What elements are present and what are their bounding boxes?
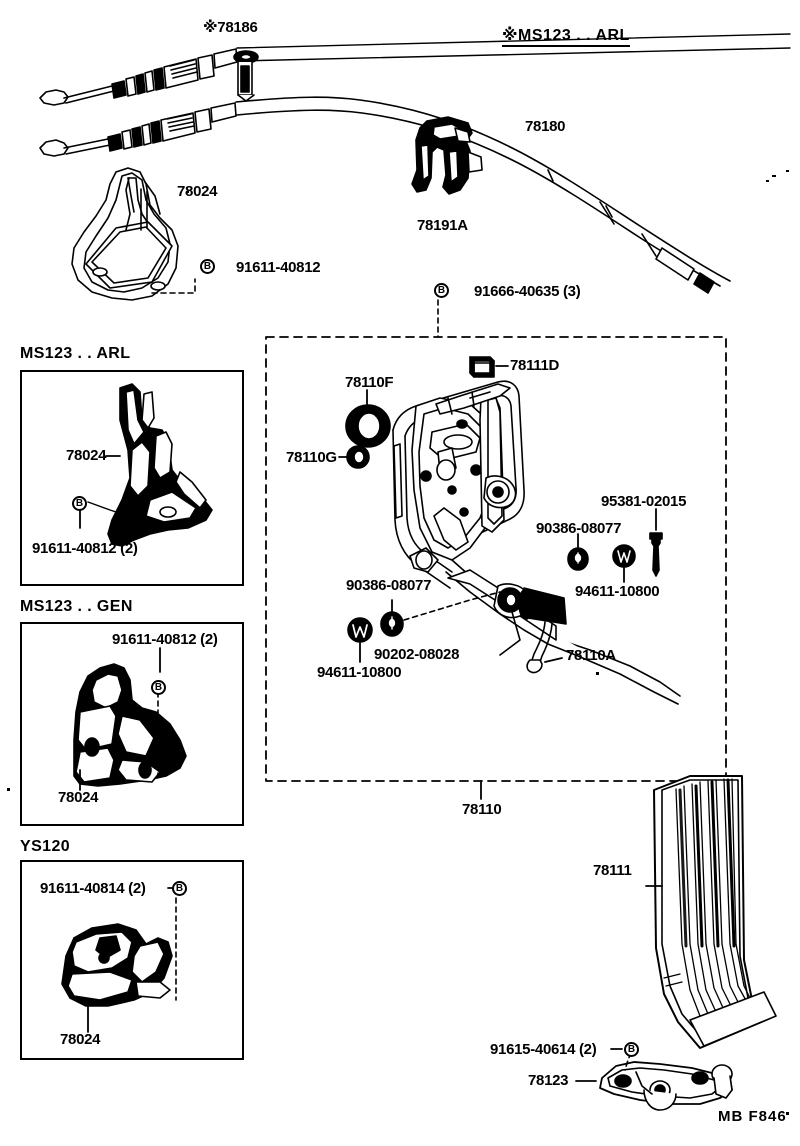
label-90386-08077-right: 90386-08077 xyxy=(536,520,622,537)
label-78024-ms123-arl: 78024 xyxy=(66,447,107,464)
panel-header-ms123-gen: MS123 . . GEN xyxy=(20,598,133,615)
washer-94611-10800-right xyxy=(612,544,636,568)
leader-91611-40812 xyxy=(151,278,196,294)
label-90202-08028: 90202-08028 xyxy=(374,646,460,663)
panel-ms123-arl xyxy=(20,370,244,586)
label-78111: 78111 xyxy=(593,862,632,879)
panel-ys120 xyxy=(20,860,244,1060)
label-78186: ※78186 xyxy=(203,19,258,36)
washer-78110f xyxy=(345,404,391,448)
nut-90386-08077-right xyxy=(567,547,589,571)
bolt-mark-91666-40635: B xyxy=(434,283,449,298)
panel-header-ys120: YS120 xyxy=(20,838,71,855)
panel-ms123-gen xyxy=(20,622,244,826)
cable-assembly-upper xyxy=(39,33,791,106)
clip-78111d xyxy=(469,356,495,378)
screw-95381-02015 xyxy=(649,532,663,577)
label-94611-10800-right: 94611-10800 xyxy=(575,583,660,600)
label-78024-ms123-gen: 78024 xyxy=(58,789,99,806)
label-78123: 78123 xyxy=(528,1072,569,1089)
washer-94611-10800-left xyxy=(347,617,373,643)
cable-clamp-78186 xyxy=(233,50,259,102)
label-78110f: 78110F xyxy=(345,374,394,391)
label-91615-40614: 91615-40614 (2) xyxy=(490,1041,597,1058)
bolt-mark-ms123-gen: B xyxy=(151,680,166,695)
clip-78191a xyxy=(411,116,483,195)
label-91611-40814-ys120: 91611-40814 (2) xyxy=(40,880,146,897)
group-header-ms123-arl: ※MS123 . . ARL xyxy=(502,28,630,47)
bushing-78110g xyxy=(346,445,370,469)
bolt-mark-91615-40614: B xyxy=(624,1042,639,1057)
label-90386-08077-left: 90386-08077 xyxy=(346,577,432,594)
bracket-78024-top xyxy=(71,167,179,301)
label-78024-ys120: 78024 xyxy=(60,1031,101,1048)
label-91611-40812-top: 91611-40812 xyxy=(236,259,321,276)
bolt-mark-91611-40812-top: B xyxy=(200,259,215,274)
bolt-mark-ys120: B xyxy=(172,881,187,896)
label-94611-10800-left: 94611-10800 xyxy=(317,664,402,681)
cable-assembly-78180 xyxy=(39,96,731,294)
footer-code: MB F846 xyxy=(718,1108,787,1125)
pedal-support-78123 xyxy=(599,1061,733,1111)
bolt-mark-ms123-arl: B xyxy=(72,496,87,511)
label-95381-02015: 95381-02015 xyxy=(601,493,687,510)
label-78111d: 78111D xyxy=(510,357,560,374)
label-78191a: 78191A xyxy=(417,217,468,234)
nut-90386-08077-left xyxy=(380,611,404,637)
label-78110a: 78110A xyxy=(566,647,616,664)
label-91666-40635: 91666-40635 (3) xyxy=(474,283,581,300)
pedal-pad-78111 xyxy=(653,775,777,1049)
label-91611-40812-ms123-arl: 91611-40812 (2) xyxy=(32,540,138,557)
main-assembly-dashed-box xyxy=(265,336,727,782)
label-91611-40812-ms123-gen: 91611-40812 (2) xyxy=(112,631,218,648)
label-78180: 78180 xyxy=(525,118,566,135)
label-78024-top: 78024 xyxy=(177,183,218,200)
label-78110g: 78110G xyxy=(286,449,337,466)
label-78110-assembly: 78110 xyxy=(462,801,502,818)
panel-header-ms123-arl: MS123 . . ARL xyxy=(20,345,131,362)
